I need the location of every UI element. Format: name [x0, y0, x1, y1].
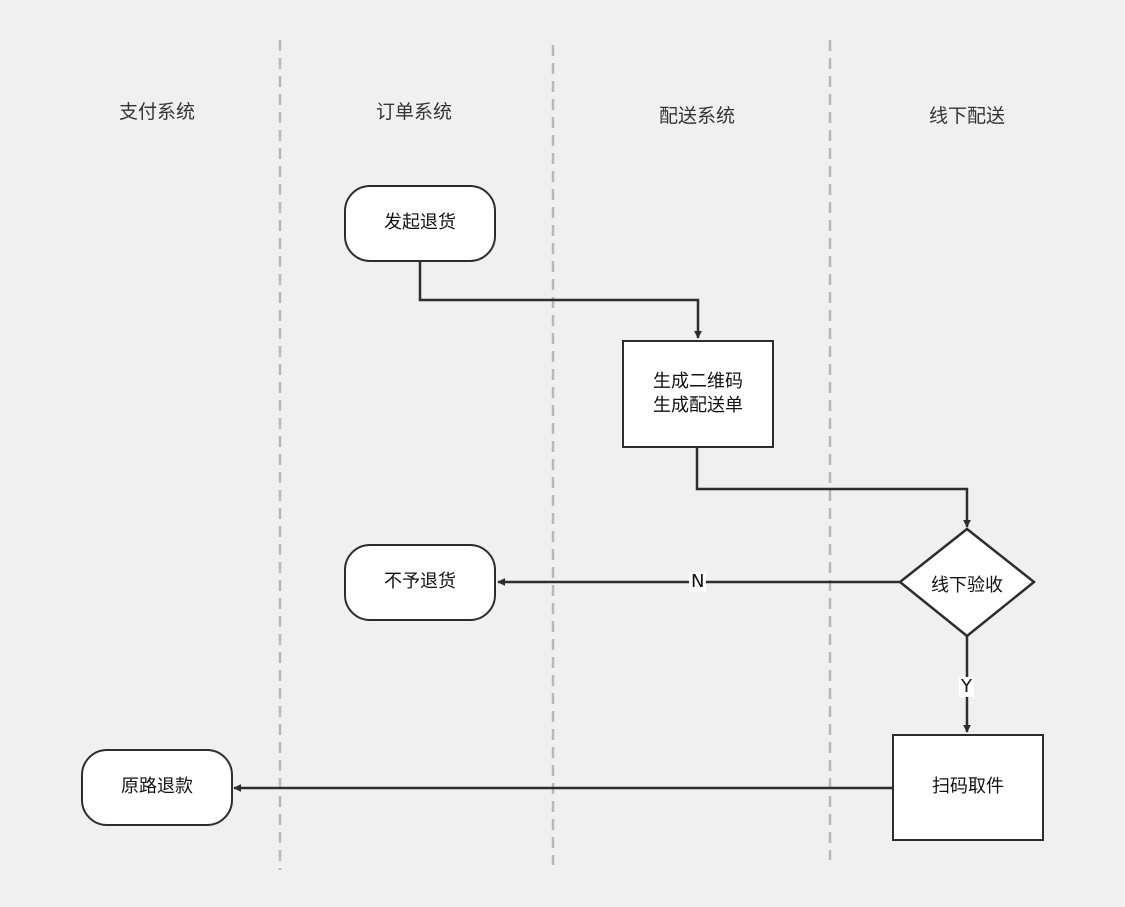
- node-initiate-return: 发起退货: [344, 185, 496, 262]
- lane-title-payment: 支付系统: [118, 101, 195, 123]
- node-generate-qr-and-delivery-order: 生成二维码 生成配送单: [622, 340, 774, 448]
- edge-label-no: N: [689, 571, 707, 592]
- node-scan-pickup: 扫码取件: [892, 734, 1044, 841]
- lane-title-delivery: 配送系统: [658, 105, 735, 127]
- connector-generate-to-inspection: [695, 448, 971, 528]
- node-refund-original-route: 原路退款: [81, 749, 233, 826]
- node-reject-return: 不予退货: [344, 544, 496, 621]
- edge-label-yes: Y: [959, 676, 974, 697]
- node-offline-inspection-label: 线下验收: [931, 575, 1003, 596]
- connector-initiate-to-generate: [418, 262, 702, 339]
- lane-title-offline-delivery: 线下配送: [928, 105, 1005, 127]
- lane-title-order: 订单系统: [375, 101, 452, 123]
- offline-inspection-diamond: [897, 527, 1037, 638]
